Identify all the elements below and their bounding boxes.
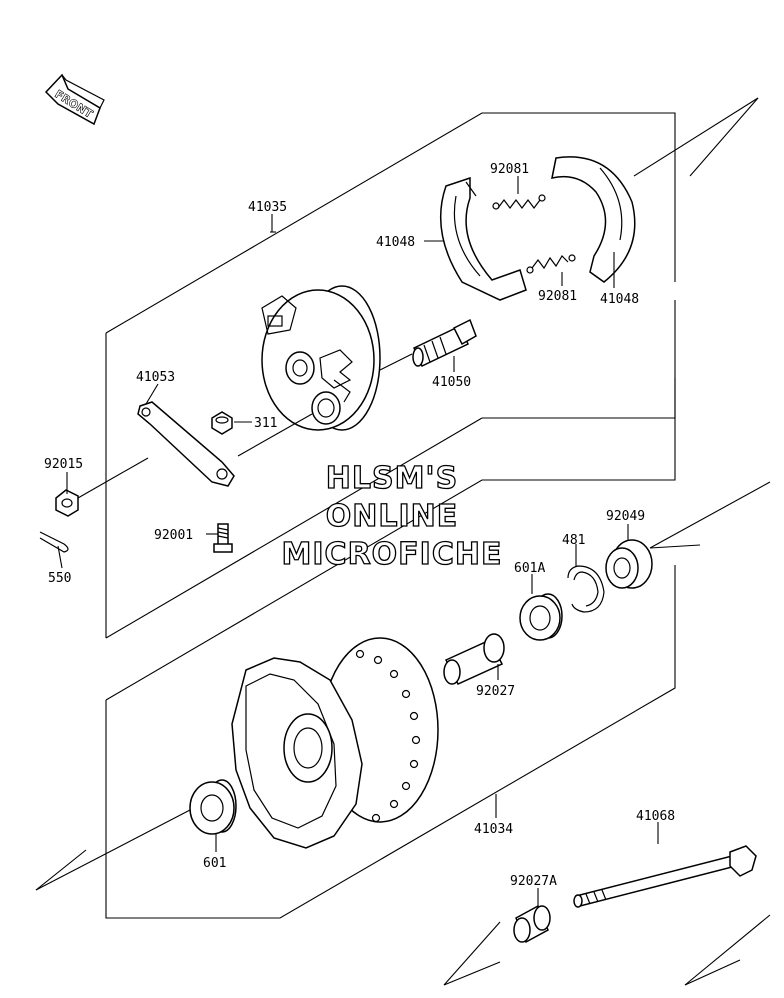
label-41048-left: 41048 [376, 235, 415, 250]
label-601a: 601A [514, 561, 545, 576]
label-481: 481 [562, 533, 585, 548]
bearing-601a-part [519, 593, 563, 641]
axle-part [573, 845, 757, 908]
brake-shoe-right-part [551, 156, 636, 283]
label-92027a: 92027A [510, 874, 557, 889]
label-41050: 41050 [432, 375, 471, 390]
watermark-line-1: HLSM'S [326, 461, 458, 496]
cotter-pin-part [39, 531, 69, 553]
front-arrow-icon: FRONT [44, 73, 105, 126]
label-41053: 41053 [136, 370, 175, 385]
label-41048-right: 41048 [600, 292, 639, 307]
brake-cam-part [379, 318, 477, 371]
brake-assembly-frame [105, 97, 759, 639]
oil-seal-part [605, 539, 653, 589]
hub-assembly-frame [35, 378, 771, 986]
label-92081-lower: 92081 [538, 289, 577, 304]
nut-92015-part [55, 457, 149, 517]
spacer-92027-part [443, 633, 505, 685]
label-601: 601 [203, 856, 226, 871]
label-41034: 41034 [474, 822, 513, 837]
label-92049: 92049 [606, 509, 645, 524]
leader-lines [57, 176, 659, 906]
label-41068: 41068 [636, 809, 675, 824]
spring-lower-part [526, 254, 576, 274]
spacer-92027a-part [513, 904, 551, 944]
label-311: 311 [254, 416, 277, 431]
brake-lever-part [137, 401, 313, 487]
watermark-line-2: ONLINE [326, 499, 459, 534]
part-labels: 41035 41048 41048 92081 92081 41050 4105… [44, 162, 675, 889]
brake-shoe-left-part [439, 176, 527, 301]
label-41035: 41035 [248, 200, 287, 215]
wheel-hub-part [231, 637, 439, 849]
bearing-601-part [189, 779, 237, 835]
label-92027: 92027 [476, 684, 515, 699]
spring-upper-part [492, 194, 546, 210]
label-92081-upper: 92081 [490, 162, 529, 177]
label-92015: 92015 [44, 457, 83, 472]
watermark-line-3: MICROFICHE [282, 537, 503, 572]
bolt-92001-part [213, 523, 233, 553]
nut-311-part [211, 411, 233, 435]
label-550: 550 [48, 571, 71, 586]
watermark: HLSM'S ONLINE MICROFICHE [281, 460, 503, 572]
brake-panel-part [261, 285, 381, 431]
label-92001: 92001 [154, 528, 193, 543]
circlip-part [567, 565, 605, 613]
